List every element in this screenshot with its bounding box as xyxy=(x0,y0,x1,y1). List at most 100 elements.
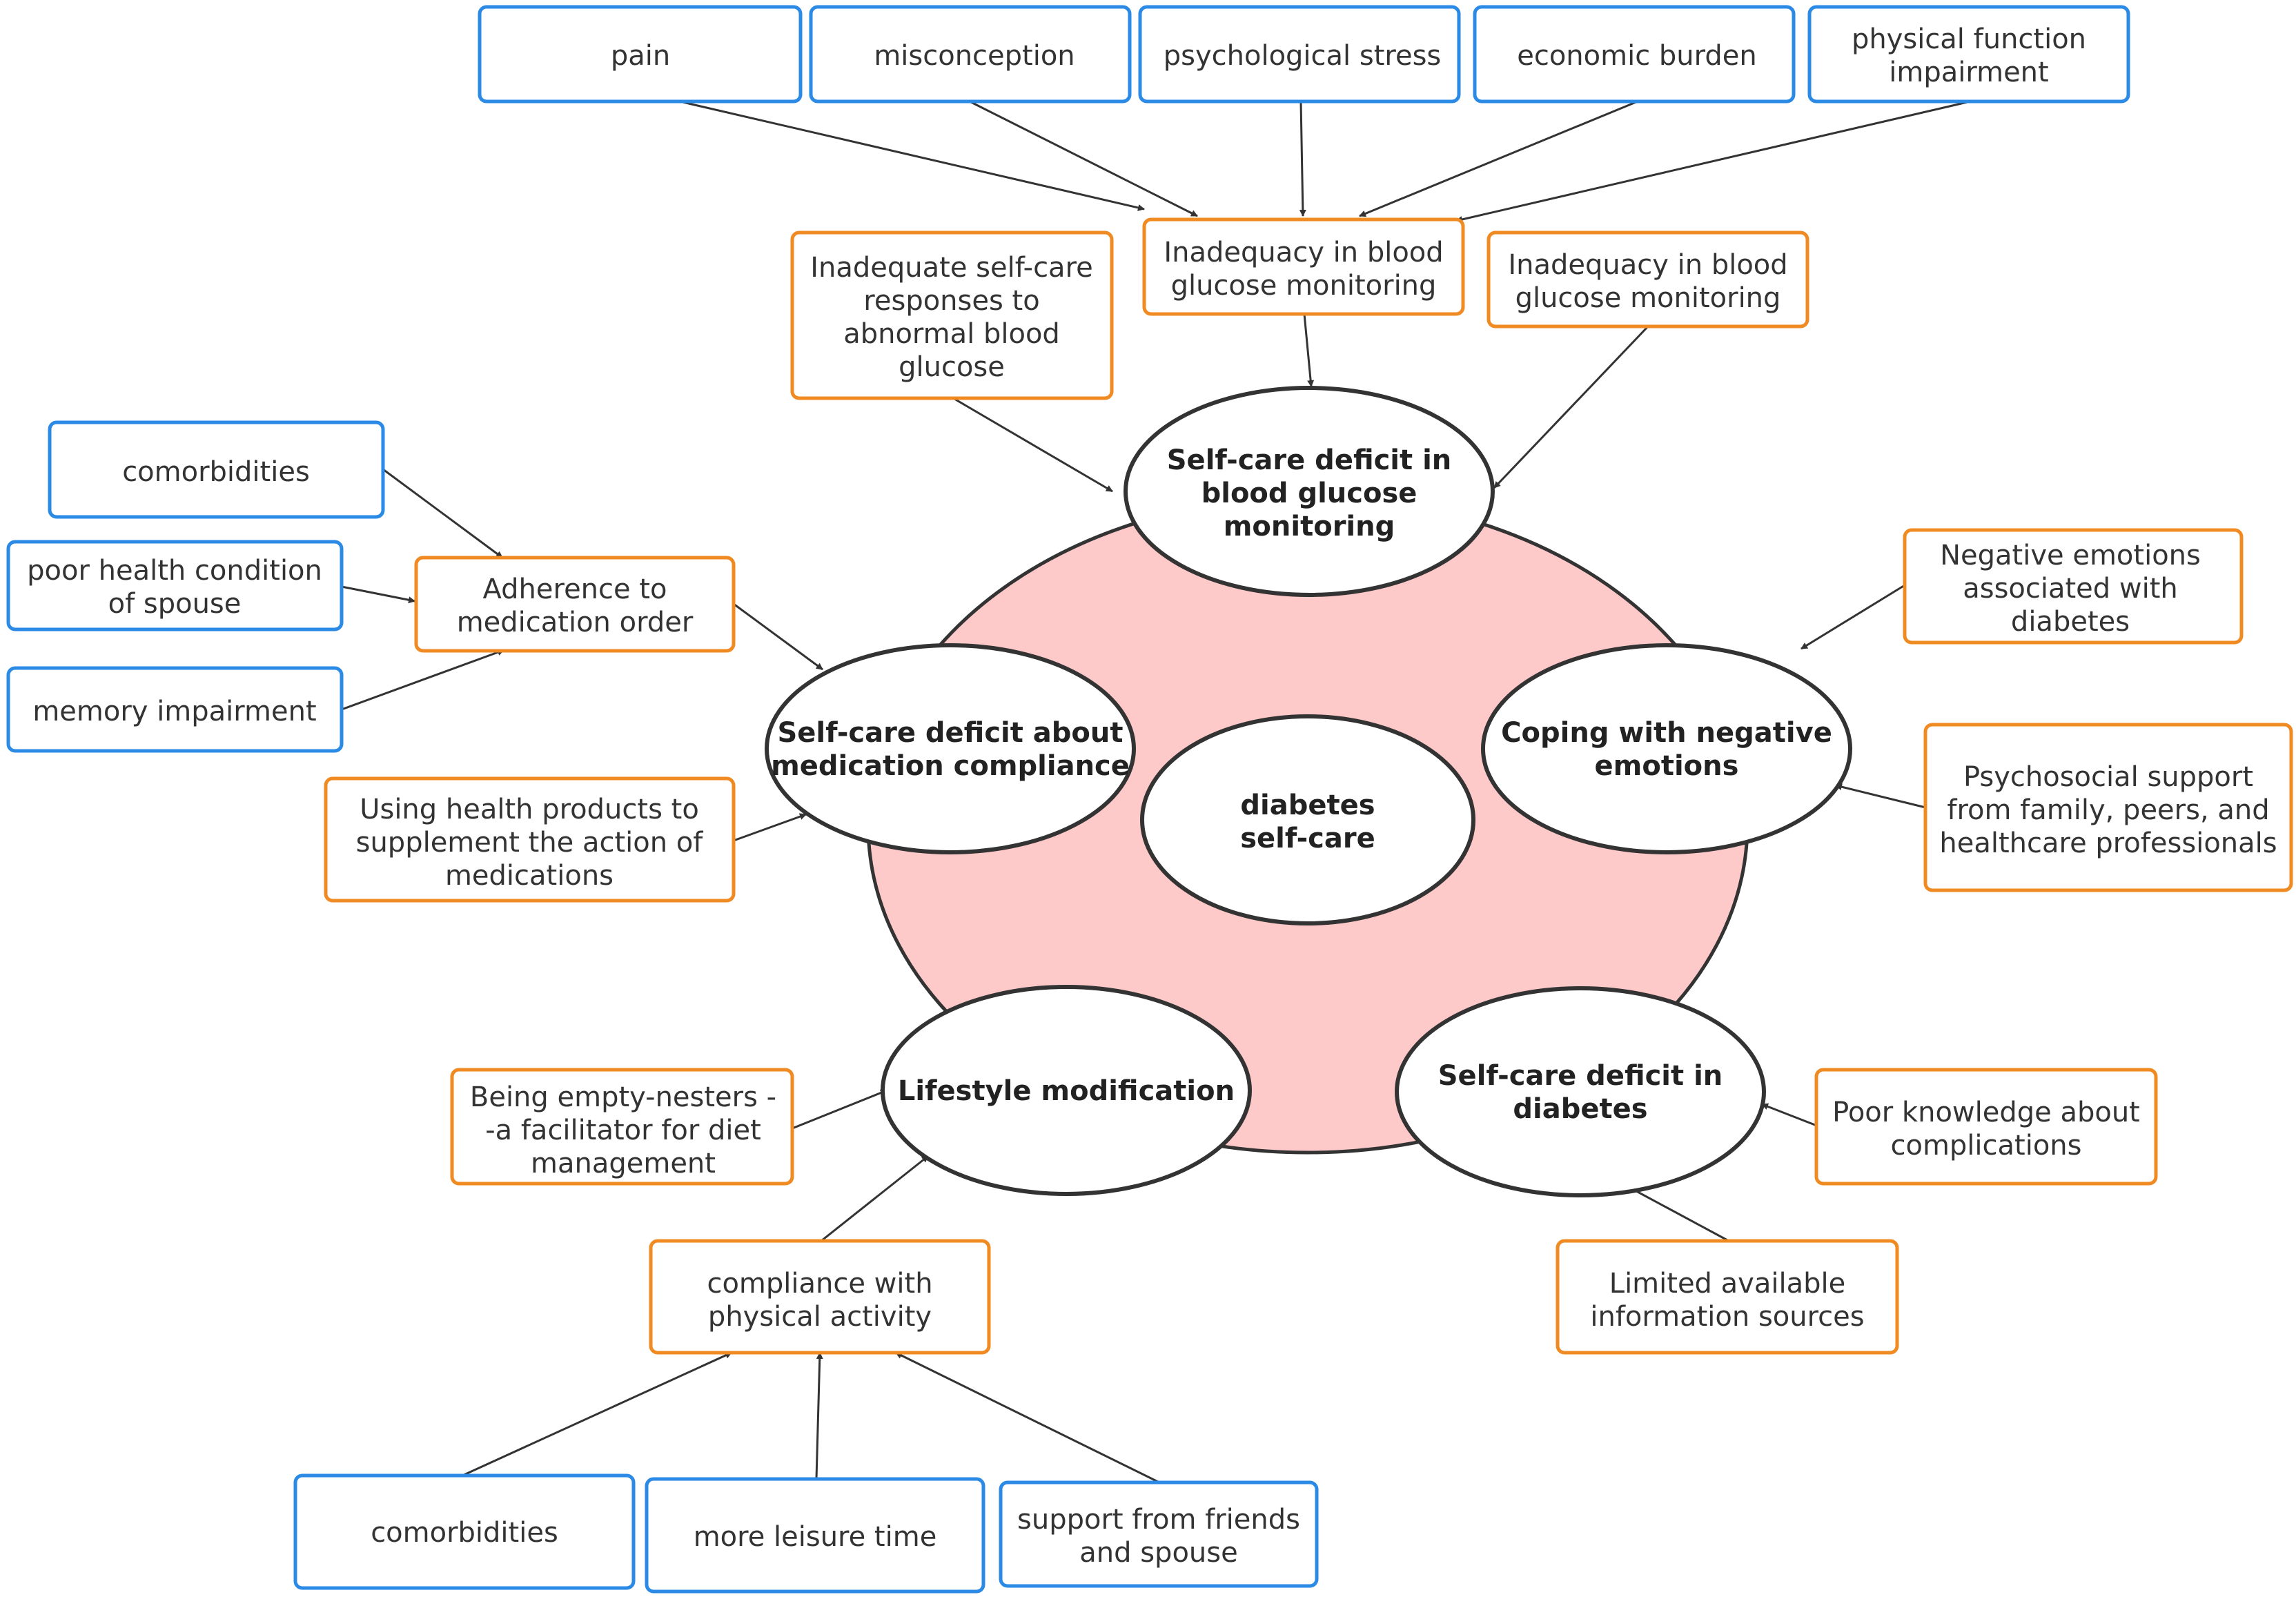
subtheme-poor-knowledge-box xyxy=(1814,1068,2158,1186)
factor-pain-label-line: pain xyxy=(611,40,670,72)
factor-support-friends-label-line: and spouse xyxy=(1079,1537,1237,1569)
subtheme-inadequacy-monitoring-a-box xyxy=(1142,217,1465,316)
center-node xyxy=(1140,714,1475,925)
center-label-line: self-care xyxy=(1240,823,1375,854)
theme-medication-label-line: Self-care deficit about xyxy=(777,717,1123,749)
theme-diabetes-deficit-label-line: diabetes xyxy=(1513,1093,1647,1125)
factor-comorbidities-top-label: comorbidities xyxy=(122,456,310,488)
arrow-physical-function-to-monitoring xyxy=(1455,100,1971,223)
factor-poor-health-spouse-box xyxy=(6,540,344,631)
factor-psychological-stress-box xyxy=(1138,5,1461,104)
factor-misconception-box xyxy=(809,5,1132,104)
factor-leisure-time-label: more leisure time xyxy=(694,1521,937,1553)
arrow-economic-to-monitoring xyxy=(1359,100,1638,217)
factor-memory-impairment-label: memory impairment xyxy=(32,696,316,727)
factor-misconception-label-line: misconception xyxy=(874,40,1075,72)
factor-leisure-time-label-line: more leisure time xyxy=(694,1521,937,1553)
subtheme-physical-activity-label-line: compliance with xyxy=(707,1268,932,1300)
arrow-health-products-to-medication xyxy=(733,813,807,842)
theme-medication-label-line: medication compliance xyxy=(771,750,1130,782)
theme-lifestyle-label: Lifestyle modification xyxy=(898,1075,1235,1107)
theme-diabetes-deficit-node xyxy=(1395,986,1766,1197)
factor-comorbidities-top-box xyxy=(48,420,385,519)
subtheme-physical-activity-box xyxy=(649,1239,991,1355)
factor-economic-burden-label: economic burden xyxy=(1517,40,1757,72)
subtheme-empty-nesters-box xyxy=(450,1068,794,1186)
factor-poor-health-spouse-label-line: poor health condition xyxy=(27,555,322,587)
factor-psychological-stress-label: psychological stress xyxy=(1164,40,1442,72)
factor-pain-label: pain xyxy=(611,40,670,72)
subtheme-poor-knowledge-label-line: Poor knowledge about xyxy=(1832,1097,2140,1128)
arrow-misconception-to-monitoring xyxy=(969,100,1198,217)
subtheme-health-products-box xyxy=(324,776,736,903)
arrow-comorbidities-to-physical-activity xyxy=(462,1351,732,1477)
subtheme-empty-nesters-label-line: Being empty-nesters - xyxy=(470,1081,776,1113)
arrow-adherence-to-medication xyxy=(733,602,823,671)
theme-diabetes-deficit-label-line: Self-care deficit in xyxy=(1438,1060,1723,1092)
factor-economic-burden-label-line: economic burden xyxy=(1517,40,1757,72)
theme-lifestyle-node xyxy=(881,985,1252,1196)
factor-pain-box xyxy=(478,5,803,104)
subtheme-psychosocial-support-label-line: from family, peers, and xyxy=(1947,794,2269,826)
factor-memory-impairment-label-line: memory impairment xyxy=(32,696,316,727)
subtheme-negative-emotions-box xyxy=(1903,528,2244,645)
subtheme-empty-nesters-label-line: -a facilitator for diet xyxy=(485,1115,761,1146)
arrow-psychosocial-to-coping xyxy=(1835,783,1926,809)
factor-memory-impairment-box xyxy=(6,666,344,753)
factor-comorbidities-bottom-box xyxy=(293,1473,636,1590)
factor-support-friends-label-line: support from friends xyxy=(1017,1504,1300,1536)
subtheme-inadequacy-monitoring-a-label-line: Inadequacy in blood xyxy=(1164,237,1443,268)
subtheme-poor-knowledge-label-line: complications xyxy=(1890,1130,2081,1162)
theme-coping-node xyxy=(1481,643,1852,854)
factor-comorbidities-bottom-label: comorbidities xyxy=(371,1517,558,1549)
subtheme-psychosocial-support-label-line: Psychosocial support xyxy=(1963,761,2253,793)
subtheme-inadequacy-monitoring-b-box xyxy=(1486,231,1809,329)
factor-psychological-stress-label-line: psychological stress xyxy=(1164,40,1442,72)
subtheme-empty-nesters-label: Being empty-nesters --a facilitator for … xyxy=(470,1081,776,1179)
arrow-memory-to-adherence xyxy=(341,649,504,711)
factor-comorbidities-bottom-label-line: comorbidities xyxy=(371,1517,558,1549)
factor-physical-function-box xyxy=(1807,5,2130,104)
theme-lifestyle-label-line: Lifestyle modification xyxy=(898,1075,1235,1107)
factor-leisure-time-box xyxy=(645,1477,985,1594)
subtheme-health-products-label-line: Using health products to xyxy=(360,794,699,825)
arrows xyxy=(341,100,1971,1484)
arrow-support-to-physical-activity xyxy=(895,1351,1160,1484)
arrow-leisure-to-physical-activity xyxy=(815,1352,823,1480)
subtheme-empty-nesters-label-line: management xyxy=(531,1148,716,1179)
theme-medication-node xyxy=(765,643,1136,854)
factor-comorbidities-top-label-line: comorbidities xyxy=(122,456,310,488)
arrow-inadequacy-a-to-blood-glucose xyxy=(1303,313,1315,387)
subtheme-physical-activity-label-line: physical activity xyxy=(708,1301,932,1333)
factor-physical-function-label-line: impairment xyxy=(1889,57,2048,88)
arrow-responses-to-blood-glucose xyxy=(954,398,1113,493)
subtheme-health-products-label-line: supplement the action of xyxy=(356,827,704,859)
factor-support-friends-box xyxy=(999,1480,1319,1588)
arrow-physical-activity-to-lifestyle xyxy=(821,1155,929,1242)
subtheme-adherence-label-line: Adherence to xyxy=(482,574,667,605)
theme-blood-glucose-node xyxy=(1124,386,1495,597)
theme-coping-label-line: Coping with negative xyxy=(1501,717,1832,749)
subtheme-negative-emotions-label-line: Negative emotions xyxy=(1940,540,2201,571)
theme-coping-label-line: emotions xyxy=(1595,750,1739,782)
subtheme-inadequacy-monitoring-b-label-line: glucose monitoring xyxy=(1515,282,1781,314)
subtheme-limited-information-label-line: information sources xyxy=(1590,1301,1864,1333)
factor-economic-burden-box xyxy=(1473,5,1796,104)
arrow-negative-emotions-to-coping xyxy=(1801,584,1905,650)
subtheme-limited-information-label-line: Limited available xyxy=(1609,1268,1845,1300)
subtheme-limited-information-box xyxy=(1556,1239,1899,1355)
subtheme-psychosocial-support-label-line: healthcare professionals xyxy=(1939,827,2277,859)
subtheme-inadequate-responses-label-line: Inadequate self-care xyxy=(810,252,1093,284)
subtheme-health-products-label-line: medications xyxy=(445,860,614,892)
arrow-comorbidities-to-adherence xyxy=(382,468,503,559)
